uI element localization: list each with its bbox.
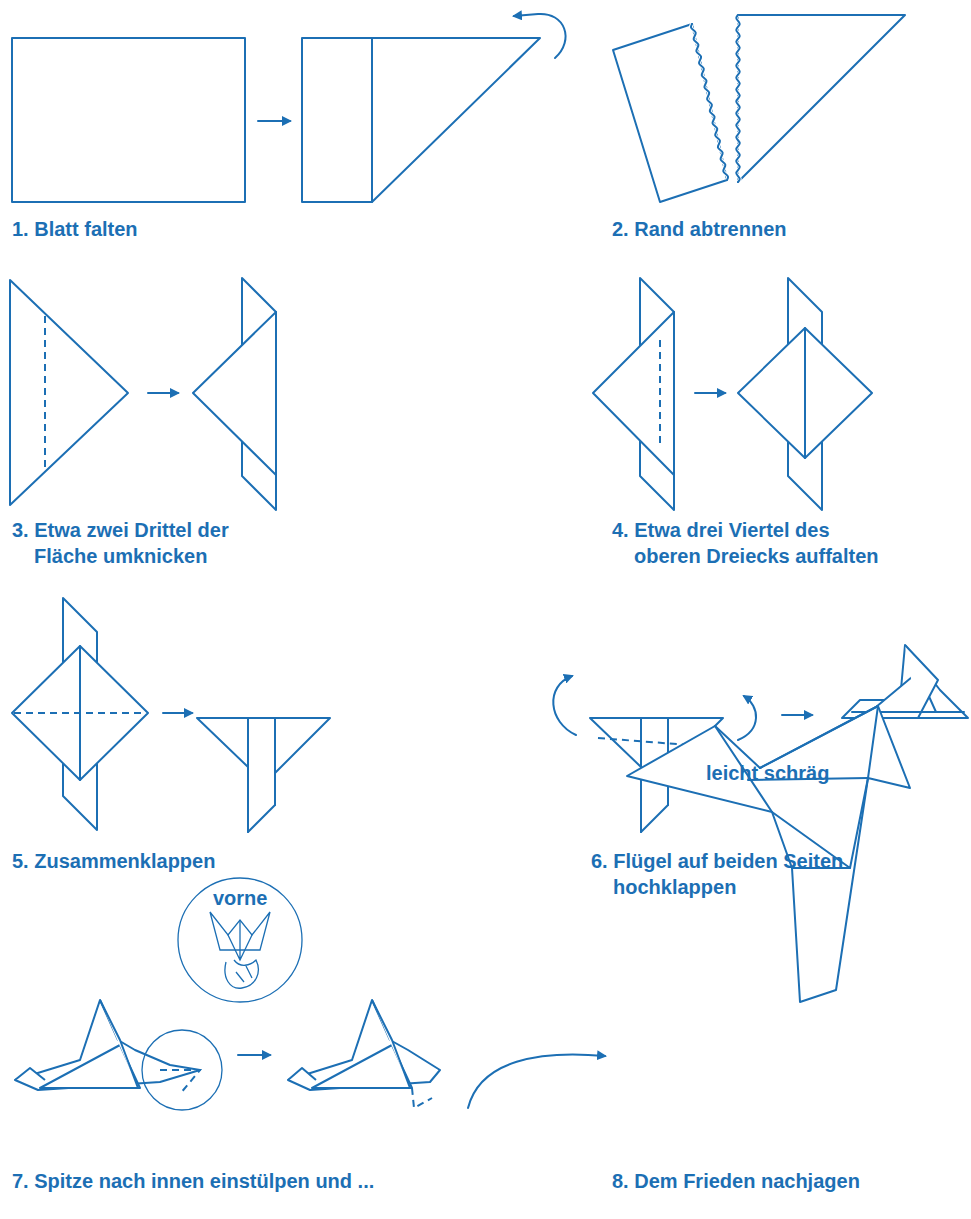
- closed-fold: [247, 718, 249, 832]
- bird-fold: [372, 1000, 410, 1088]
- step-arrow: [238, 1054, 270, 1056]
- detail-circle: [228, 920, 252, 960]
- triangle: [44, 316, 46, 470]
- step-arrow: [258, 121, 290, 122]
- step-arrow: [163, 713, 192, 714]
- bird-fold: [15, 1068, 45, 1080]
- bird-fold: [842, 645, 968, 718]
- step-arrow: [782, 715, 812, 716]
- cut-triangle: [738, 15, 905, 182]
- step-caption: 7. Spitze nach innen einstülpen und ...: [12, 1168, 374, 1194]
- cut-edge: [691, 24, 728, 180]
- bird-fold: [15, 1000, 222, 1110]
- bird-fold: [288, 1000, 440, 1108]
- folded-triangle: [593, 278, 674, 510]
- step-arrow: [163, 712, 192, 714]
- step-caption: 3. Etwa zwei Drittel der Fläche umknicke…: [12, 517, 234, 569]
- step-arrow: [695, 392, 725, 394]
- step-arrow: [238, 1055, 270, 1056]
- step-arrow: [258, 120, 290, 122]
- turn-arrow: [738, 696, 756, 740]
- cut-edge: [691, 24, 728, 180]
- folded-triangle: [193, 278, 276, 510]
- diamond-fold: [12, 646, 148, 780]
- folded-triangle: [193, 312, 276, 475]
- bird-fold: [15, 1000, 200, 1090]
- closed-fold: [197, 718, 330, 832]
- paper-sheet: [12, 38, 245, 202]
- triangle: [10, 280, 128, 505]
- step-arrow: [148, 392, 178, 394]
- folded-sheet: [372, 38, 540, 202]
- step-caption: 8. Dem Frieden nachjagen: [612, 1168, 860, 1194]
- step-arrow: [695, 393, 725, 394]
- bird-fold: [288, 1000, 440, 1090]
- fold-note: leicht schräg: [706, 760, 829, 786]
- folded-sheet: [302, 38, 540, 202]
- closed-fold: [274, 718, 276, 805]
- turn-arrow: [553, 676, 576, 735]
- closed-fold: [197, 718, 330, 832]
- step-arrow: [468, 1054, 605, 1108]
- detail-title: vorne: [213, 885, 267, 911]
- cut-edge: [691, 15, 740, 182]
- bird-fold: [905, 645, 938, 718]
- step-caption: 5. Zusammenklappen: [12, 848, 215, 874]
- detail-circle: [178, 878, 302, 1002]
- step-arrow: [468, 1054, 605, 1108]
- step-caption: 2. Rand abtrennen: [612, 216, 786, 242]
- step-arrow: [148, 393, 178, 394]
- cut-edge: [736, 15, 739, 182]
- bird-fold: [288, 1068, 316, 1080]
- bird-fold: [100, 1000, 138, 1088]
- step-caption: 6. Flügel auf beiden Seiten hochklappen: [591, 848, 895, 900]
- triangle: [10, 280, 128, 505]
- bird-fold: [412, 1088, 432, 1108]
- detail-circle: [178, 878, 302, 1002]
- detail-circle: [225, 960, 258, 988]
- turn-arrow: [514, 14, 566, 58]
- paper-sheet: [12, 38, 245, 202]
- bird-fold: [842, 645, 968, 718]
- folded-triangle: [659, 340, 661, 446]
- turn-arrow: [514, 14, 566, 58]
- detail-circle: [236, 966, 252, 982]
- step-arrow: [782, 714, 812, 716]
- turn-arrow: [553, 676, 756, 740]
- folded-sheet: [302, 38, 372, 202]
- bird-fold: [160, 1070, 200, 1094]
- step-caption: 1. Blatt falten: [12, 216, 138, 242]
- diamond-fold: [804, 328, 806, 458]
- folded-triangle: [593, 312, 674, 475]
- diamond-fold: [738, 278, 872, 510]
- diamond-fold: [14, 712, 146, 714]
- diamond-fold: [12, 598, 148, 830]
- cut-edge: [736, 15, 739, 182]
- diamond-fold: [738, 328, 872, 458]
- cut-triangle: [738, 15, 905, 182]
- step-caption: 4. Etwa drei Viertel des oberen Dreiecks…: [612, 517, 896, 569]
- bird-fold: [142, 1030, 222, 1110]
